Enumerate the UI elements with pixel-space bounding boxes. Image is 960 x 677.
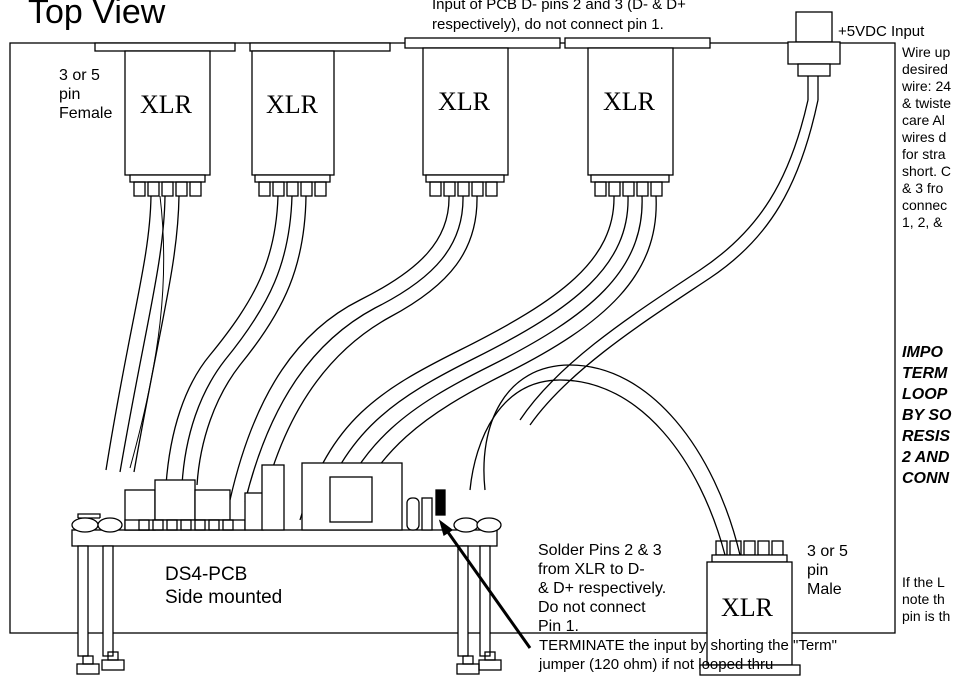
xlr-label-2: XLR	[266, 90, 318, 119]
female-pin-note: 3 or 5 pin Female	[59, 67, 113, 122]
terminate-arrow	[438, 519, 532, 649]
xlr-female-connector-1	[94, 42, 236, 197]
terminate-note: TERMINATE the input by shorting the "Ter…	[539, 637, 837, 673]
xlr-label-4: XLR	[603, 87, 655, 116]
power-input-label: +5VDC Input	[838, 23, 925, 40]
xlr-male-connector	[699, 540, 801, 676]
male-pin-note: 3 or 5 pin Male	[807, 543, 848, 598]
xlr-label-male: XLR	[721, 593, 773, 622]
wires-xlr-1	[105, 195, 180, 473]
xlr-female-connector-2	[249, 42, 391, 197]
wires-xlr-male	[469, 364, 741, 556]
xlr-female-connector-4	[564, 37, 711, 197]
led-note: If the L note th pin is th	[902, 574, 951, 624]
xlr-label-1: XLR	[140, 90, 192, 119]
wires-xlr-3	[229, 195, 478, 506]
top-note: Input of PCB D- pins 2 and 3 (D- & D+ re…	[432, 0, 686, 33]
important-note: IMPO TERM LOOP BY SO RESIS 2 AND CONN	[902, 344, 952, 487]
dc-power-jack	[519, 11, 841, 426]
pcb-board	[71, 462, 502, 657]
page-title: Top View	[28, 0, 166, 31]
xlr-female-connector-3	[404, 37, 561, 197]
solder-note: Solder Pins 2 & 3 from XLR to D- & D+ re…	[538, 542, 667, 635]
xlr-label-3: XLR	[438, 87, 490, 116]
pcb-label: DS4-PCB Side mounted	[165, 564, 283, 608]
mounting-screws	[76, 651, 502, 675]
wires-xlr-2	[165, 195, 307, 486]
wire-instructions: Wire up desired wire: 24 & twiste care A…	[902, 44, 952, 230]
